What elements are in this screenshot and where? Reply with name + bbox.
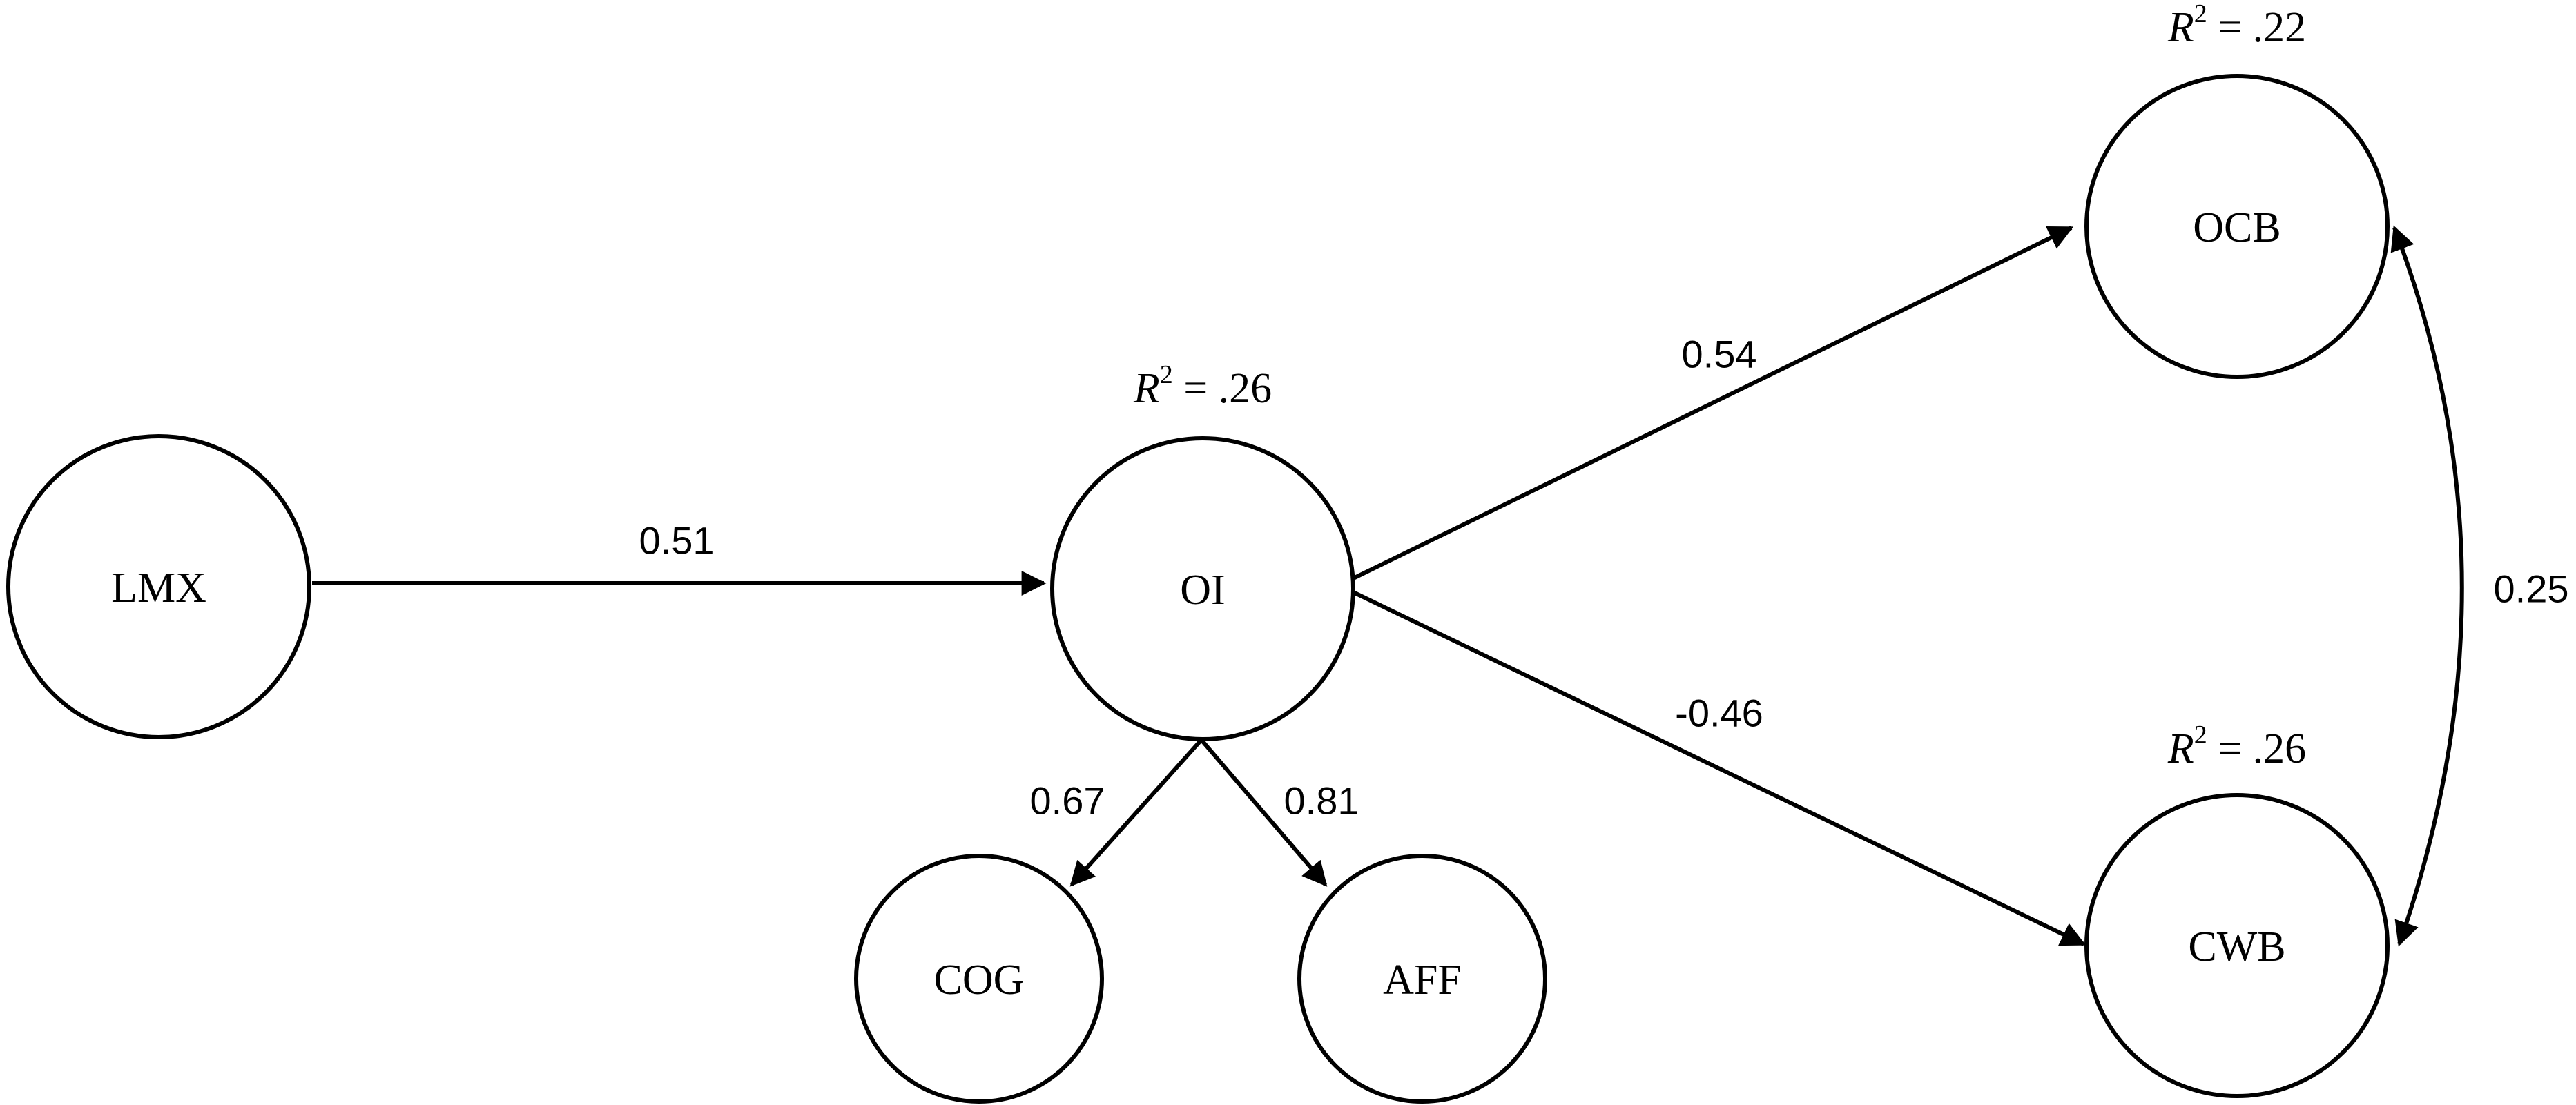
edge-label-lmx-oi: 0.51 xyxy=(639,519,715,563)
edge-label-oi-cog: 0.67 xyxy=(1030,779,1105,823)
node-cwb: CWB xyxy=(2084,793,2390,1098)
node-oi: OI xyxy=(1050,436,1355,741)
node-lmx-circle xyxy=(6,434,311,739)
r-squared-cwb: R2 = .26 xyxy=(2167,721,2306,772)
r-squared-exponent: 2 xyxy=(2194,0,2207,28)
node-aff-label: AFF xyxy=(1383,957,1462,1004)
node-cwb-label: CWB xyxy=(2188,923,2285,970)
edge-label-oi-cwb: -0.46 xyxy=(1675,692,1763,735)
node-cwb-circle xyxy=(2084,793,2390,1098)
node-ocb-label: OCB xyxy=(2193,204,2280,251)
node-cog-circle xyxy=(854,854,1104,1104)
node-lmx: LMX xyxy=(6,434,311,739)
node-cog-label: COG xyxy=(934,957,1025,1004)
r-squared-oi-value: = .26 xyxy=(1173,365,1272,412)
edge-oi-cwb xyxy=(1352,590,2086,946)
node-oi-label: OI xyxy=(1180,567,1225,614)
node-aff-circle xyxy=(1297,854,1547,1104)
r-squared-symbol: R xyxy=(2167,4,2194,51)
node-cog: COG xyxy=(854,854,1104,1104)
node-ocb: OCB xyxy=(2084,74,2390,379)
r-squared-exponent: 2 xyxy=(2194,721,2207,750)
node-ocb-circle xyxy=(2084,74,2390,379)
r-squared-symbol: R xyxy=(1133,365,1160,412)
edge-ocb-cwb-correlation xyxy=(2390,225,2464,947)
edge-label-ocb-cwb: 0.25 xyxy=(2494,567,2569,611)
edge-oi-ocb xyxy=(1352,226,2074,580)
node-aff: AFF xyxy=(1297,854,1547,1104)
edge-label-oi-aff: 0.81 xyxy=(1284,779,1359,823)
node-oi-circle xyxy=(1050,436,1355,741)
r-squared-ocb-value: = .22 xyxy=(2207,4,2306,51)
edge-label-oi-ocb: 0.54 xyxy=(1682,333,1757,376)
r-squared-cwb-value: = .26 xyxy=(2207,725,2306,772)
edge-oi-aff xyxy=(1199,739,1328,887)
r-squared-exponent: 2 xyxy=(1160,360,1173,389)
r-squared-ocb: R2 = .22 xyxy=(2167,0,2306,51)
node-lmx-label: LMX xyxy=(111,565,206,612)
r-squared-oi: R2 = .26 xyxy=(1133,360,1272,412)
r-squared-symbol: R xyxy=(2167,725,2194,772)
edge-oi-cog xyxy=(1069,738,1203,887)
